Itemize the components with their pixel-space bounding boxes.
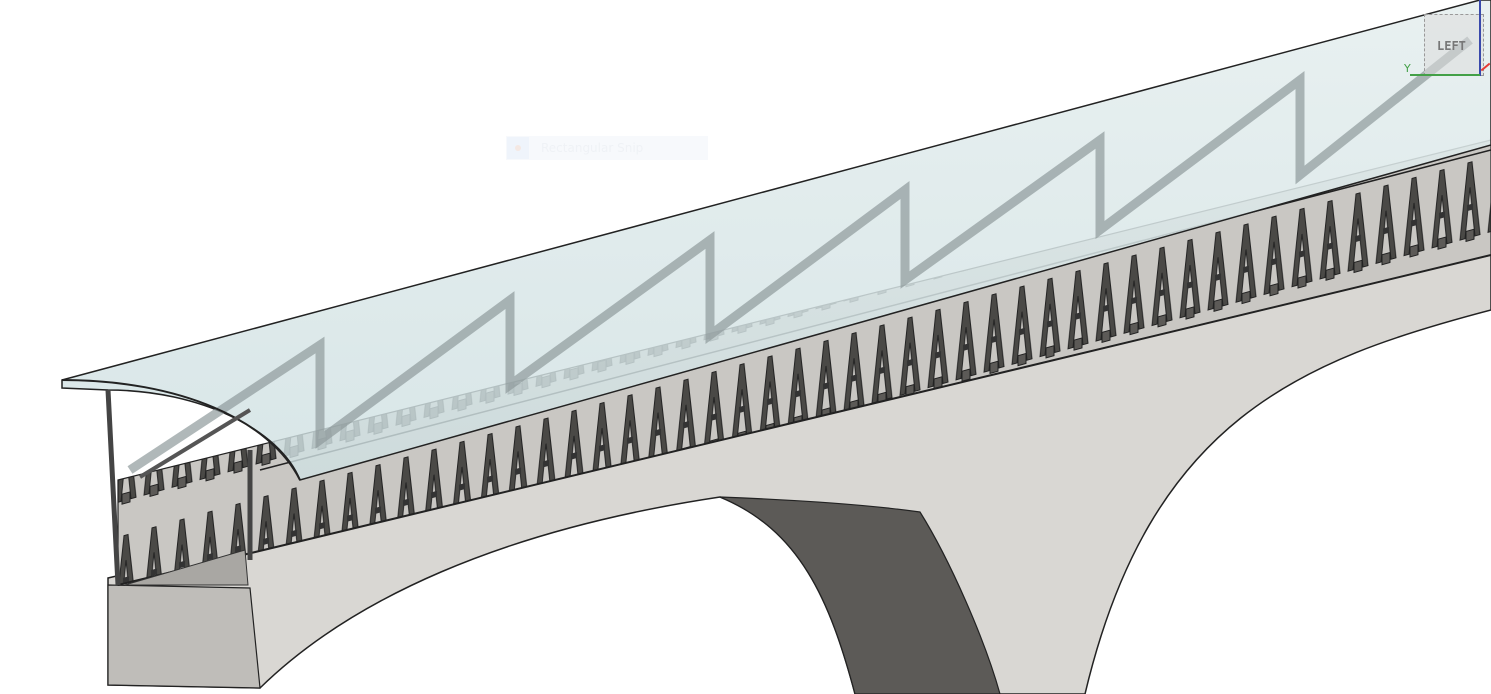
- bridge-end-face: [107, 584, 261, 689]
- view-cube-face-label: LEFT: [1437, 39, 1466, 53]
- arch-underside: [719, 496, 1001, 694]
- tooltip-label: Rectangular Snip: [541, 141, 644, 155]
- roof-truss: [127, 36, 1473, 474]
- y-axis-label: Y: [1404, 62, 1411, 75]
- walkway-floor: [124, 549, 249, 586]
- z-axis-icon: [1479, 0, 1481, 76]
- snip-icon: [507, 137, 529, 159]
- y-axis-icon: [1410, 74, 1480, 76]
- rectangular-snip-tooltip: Rectangular Snip: [506, 136, 708, 160]
- view-cube[interactable]: LEFT: [1424, 14, 1484, 76]
